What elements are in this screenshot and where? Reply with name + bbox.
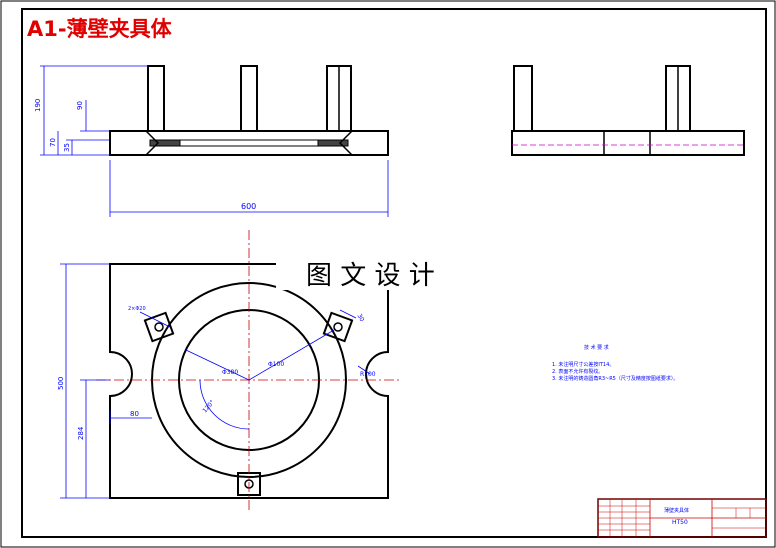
technical-notes: 技 术 要 求 1. 未注明尺寸公差按IT14。 2. 表面不允许有裂纹。 3.… — [552, 344, 678, 382]
note-item-1: 1. 未注明尺寸公差按IT14。 — [552, 361, 614, 368]
note-item-3: 3. 未注明的铸造圆角R3~R5（尺寸及精度按图纸要求）。 — [552, 375, 678, 382]
dim-190: 190 — [34, 99, 42, 112]
inner-frame — [21, 8, 767, 538]
dim-dia-100: Φ100 — [268, 361, 284, 368]
title-block-name: 薄壁夹具体 — [664, 507, 689, 514]
title-block-material: HT50 — [672, 519, 688, 526]
dim-284: 284 — [77, 426, 85, 440]
dim-500: 500 — [57, 377, 65, 390]
dim-80: 80 — [130, 410, 139, 418]
note-item-2: 2. 表面不允许有裂纹。 — [552, 368, 603, 375]
front-view — [109, 65, 389, 156]
side-view — [511, 65, 745, 156]
dim-r100: R100 — [360, 371, 376, 378]
drawing-title: A1-薄壁夹具体 — [27, 17, 173, 41]
front-view-dimensions — [40, 65, 389, 217]
dim-600: 600 — [241, 202, 256, 211]
watermark-backdrop — [276, 250, 476, 290]
dim-70: 70 — [49, 138, 57, 147]
dim-30: 30 — [356, 313, 366, 323]
dim-hole-label: 2×Φ20 — [128, 306, 146, 312]
dim-dia-380: Φ380 — [222, 369, 238, 376]
dim-90: 90 — [76, 101, 84, 110]
title-block — [597, 498, 767, 538]
notes-heading: 技 术 要 求 — [584, 344, 609, 351]
top-view-dimensions — [60, 263, 371, 499]
dim-35: 35 — [63, 143, 71, 152]
dim-angle-120: 120° — [201, 399, 216, 415]
watermark-text: 图 文 设 计 — [306, 261, 435, 291]
